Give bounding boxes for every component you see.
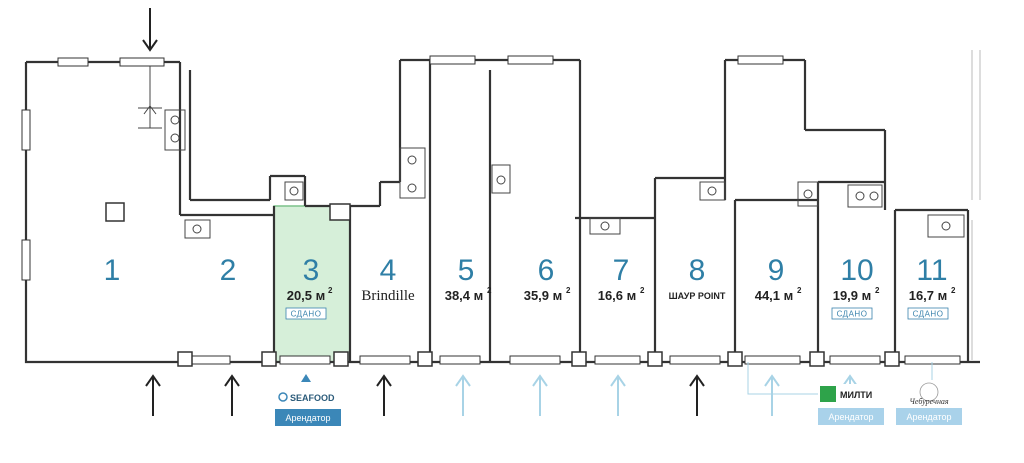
- tenant-milti: МИЛТИ Арендатор: [818, 384, 884, 425]
- unit-4-brand: Brindille: [361, 288, 415, 304]
- unit-11-area: 16,7 м: [909, 288, 948, 303]
- seafood-logo-icon: [278, 392, 288, 402]
- unit-labels: 1 2 3 20,5 м 2 СДАНО 4 Brindille 5 38,4 …: [104, 254, 956, 320]
- unit-5-area-sup: 2: [487, 286, 492, 295]
- unit-11-badge-box: [907, 307, 949, 320]
- unit-10-badge: СДАНО: [837, 310, 868, 319]
- unit-8-number: 8: [689, 254, 706, 287]
- toilets: [164, 109, 965, 239]
- right-edge: [971, 50, 981, 360]
- windows: [21, 55, 961, 365]
- arrow-light-icon: [455, 374, 858, 416]
- unit-3-highlight: [273, 205, 351, 363]
- unit-5-area: 38,4 м: [445, 288, 484, 303]
- tenant-cheburechnaya-logo: Чебуречная: [909, 397, 949, 406]
- stair-mark: [138, 66, 162, 129]
- unit-6-number: 6: [538, 254, 555, 287]
- unit-11-number: 11: [916, 254, 947, 287]
- unit-9-area-sup: 2: [797, 286, 802, 295]
- unit-7-area: 16,6 м: [598, 288, 637, 303]
- unit-3-area: 20,5 м: [287, 288, 326, 303]
- unit-2-number: 2: [220, 254, 237, 287]
- tenant-cheburechnaya: Чебуречная Арендатор: [896, 380, 962, 425]
- unit-7-area-sup: 2: [640, 286, 645, 295]
- cheburechnaya-logo-icon: [919, 382, 939, 402]
- unit-10-badge-box: [831, 307, 873, 320]
- unit-1-number: 1: [104, 254, 121, 287]
- unit-8-brand: ШАУР POINT: [669, 291, 726, 301]
- unit-6-area: 35,9 м: [524, 288, 563, 303]
- tenant-seafood-logo: SEAFOOD: [290, 393, 335, 403]
- unit-7-number: 7: [613, 254, 630, 287]
- unit-3-area-sup: 2: [328, 286, 333, 295]
- unit-9-area: 44,1 м: [755, 288, 794, 303]
- tenant-seafood-label-box: [275, 409, 341, 426]
- milti-logo-icon: [820, 386, 836, 402]
- unit-6-area-sup: 2: [566, 286, 571, 295]
- unit-10-area-sup: 2: [875, 286, 880, 295]
- tenant-cheburechnaya-label-box: [896, 408, 962, 425]
- arrow-top-icon: [142, 8, 158, 52]
- unit-11-badge: СДАНО: [913, 310, 944, 319]
- tenant-milti-label-box: [818, 408, 884, 425]
- tenant-milti-label: Арендатор: [828, 412, 873, 422]
- unit-9-number: 9: [768, 254, 785, 287]
- tenant-cheburechnaya-label: Арендатор: [906, 412, 951, 422]
- unit-10-area: 19,9 м: [833, 288, 872, 303]
- unit-3-badge: СДАНО: [291, 310, 322, 319]
- unit-3-badge-box: [285, 307, 327, 320]
- unit-5-number: 5: [458, 254, 475, 287]
- entrance-arrows: [142, 8, 933, 416]
- arrow-dark-icon: [145, 374, 705, 416]
- tenant-seafood: SEAFOOD Арендатор: [275, 385, 341, 426]
- unit-3-marker-icon: [301, 374, 311, 382]
- tenant-milti-logo: МИЛТИ: [840, 390, 872, 400]
- unit-3-number: 3: [303, 254, 320, 287]
- pillars: [105, 202, 900, 367]
- unit-10-number: 10: [840, 254, 873, 287]
- tenant-seafood-label: Арендатор: [285, 413, 330, 423]
- unit-4-number: 4: [380, 254, 397, 287]
- unit-11-area-sup: 2: [951, 286, 956, 295]
